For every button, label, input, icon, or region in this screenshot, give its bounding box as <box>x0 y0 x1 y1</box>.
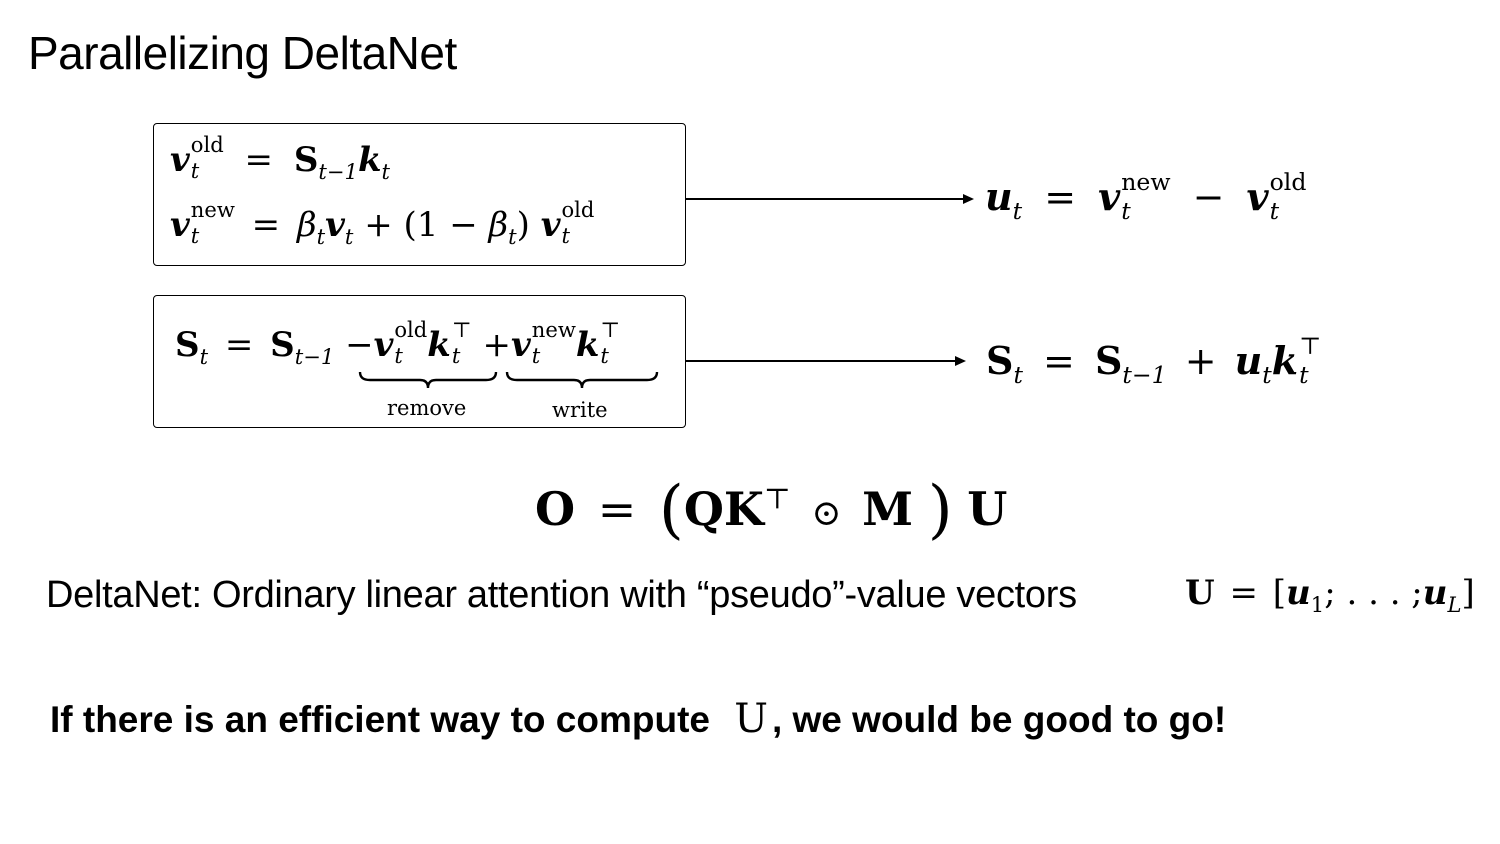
arrow-2-head-icon <box>955 356 966 366</box>
remove-label: remove <box>387 396 467 420</box>
remove-underbrace-icon <box>358 371 498 389</box>
bottom-math-U: U <box>734 696 768 742</box>
write-label: write <box>552 398 608 422</box>
bottom-text-before: If there is an efficient way to compute <box>50 699 710 740</box>
arrow-2-line <box>686 360 956 362</box>
bottom-text-after: , we would be good to go! <box>771 699 1227 740</box>
state-update-box <box>153 295 686 428</box>
delta-update-box <box>153 123 686 266</box>
bottom-statement: If there is an efficient way to compute … <box>50 699 1226 741</box>
equation-state-u: St = St−1 + utk⊤t <box>986 332 1322 389</box>
write-underbrace-icon <box>505 371 659 389</box>
arrow-1-head-icon <box>963 194 974 204</box>
slide-title: Parallelizing DeltaNet <box>28 27 457 79</box>
arrow-1-line <box>686 198 964 200</box>
main-equation: O = (QK⊤ ⊙ M ) U <box>535 473 1008 547</box>
description-text: DeltaNet: Ordinary linear attention with… <box>46 574 1077 616</box>
description-math: U = [u1; . . . ;uL] <box>1185 573 1475 617</box>
